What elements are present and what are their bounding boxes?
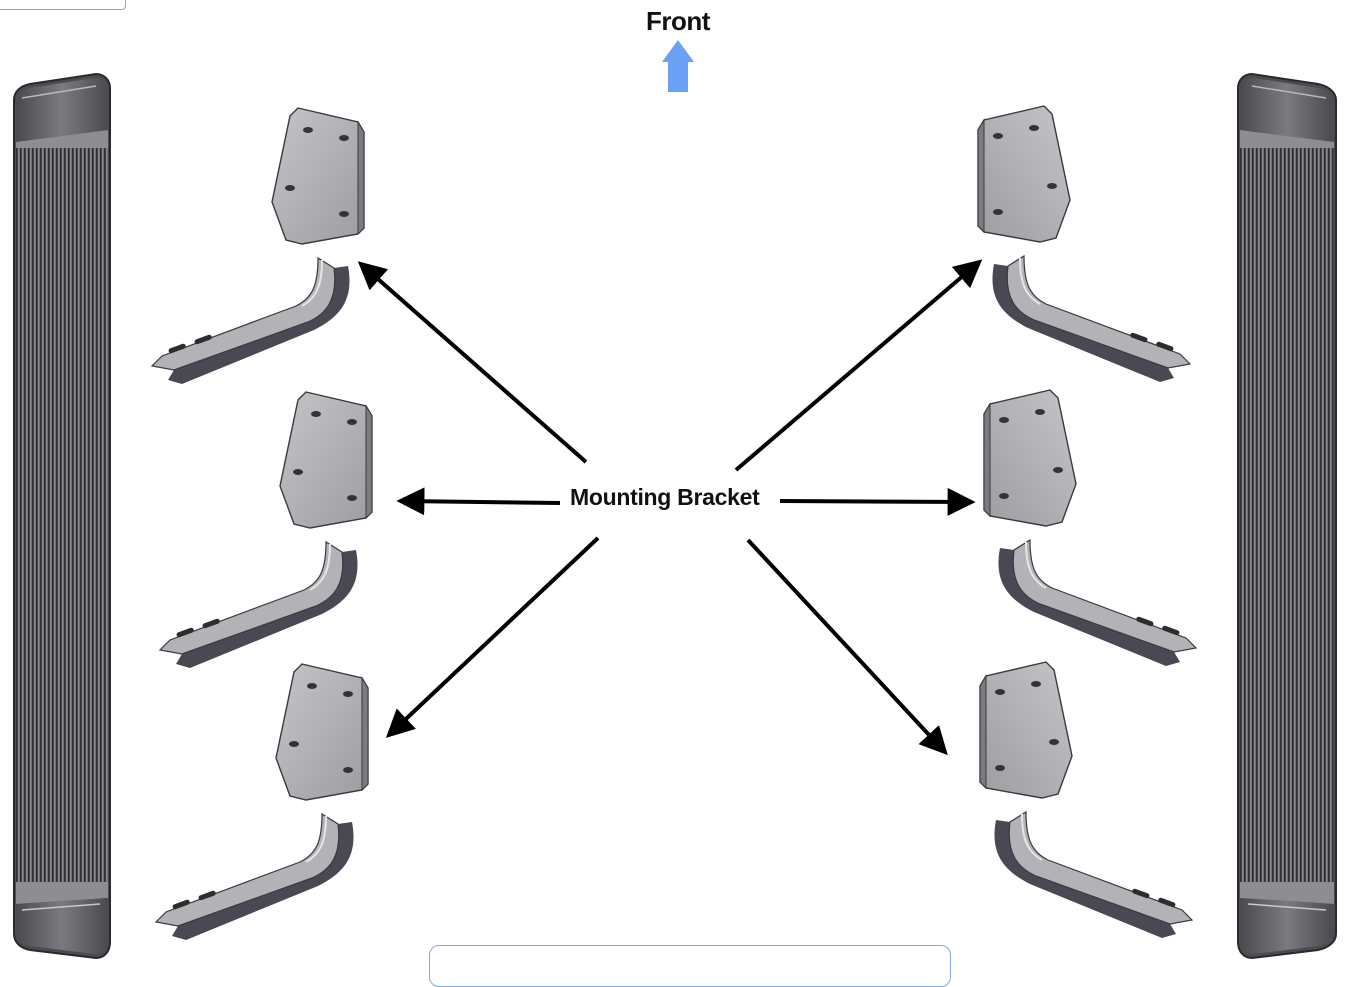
corner-frame-box bbox=[0, 0, 126, 10]
front-label: Front bbox=[646, 6, 710, 37]
bracket-right-bottom bbox=[979, 661, 1193, 939]
leader-arrow-left-top bbox=[357, 261, 588, 464]
leader-arrow-right-bottom bbox=[746, 538, 948, 756]
leader-arrow-left-middle bbox=[396, 487, 561, 516]
bracket-left-middle bbox=[159, 391, 373, 669]
bracket-left-top bbox=[151, 107, 365, 385]
bracket-right-top bbox=[977, 105, 1191, 383]
leader-arrow-right-middle bbox=[779, 487, 976, 516]
leader-arrow-left-bottom bbox=[385, 536, 600, 738]
right-running-board bbox=[1237, 72, 1337, 960]
up-arrow-icon bbox=[662, 40, 694, 92]
diagram-canvas bbox=[13, 40, 1337, 960]
mounting-bracket-label: Mounting Bracket bbox=[566, 484, 764, 511]
bottom-frame-box bbox=[429, 945, 951, 987]
leader-arrow-right-top bbox=[734, 259, 983, 472]
leader-arrows bbox=[357, 259, 983, 756]
bracket-right-middle bbox=[983, 389, 1197, 667]
left-running-board bbox=[13, 72, 111, 960]
bracket-left-bottom bbox=[155, 663, 369, 941]
